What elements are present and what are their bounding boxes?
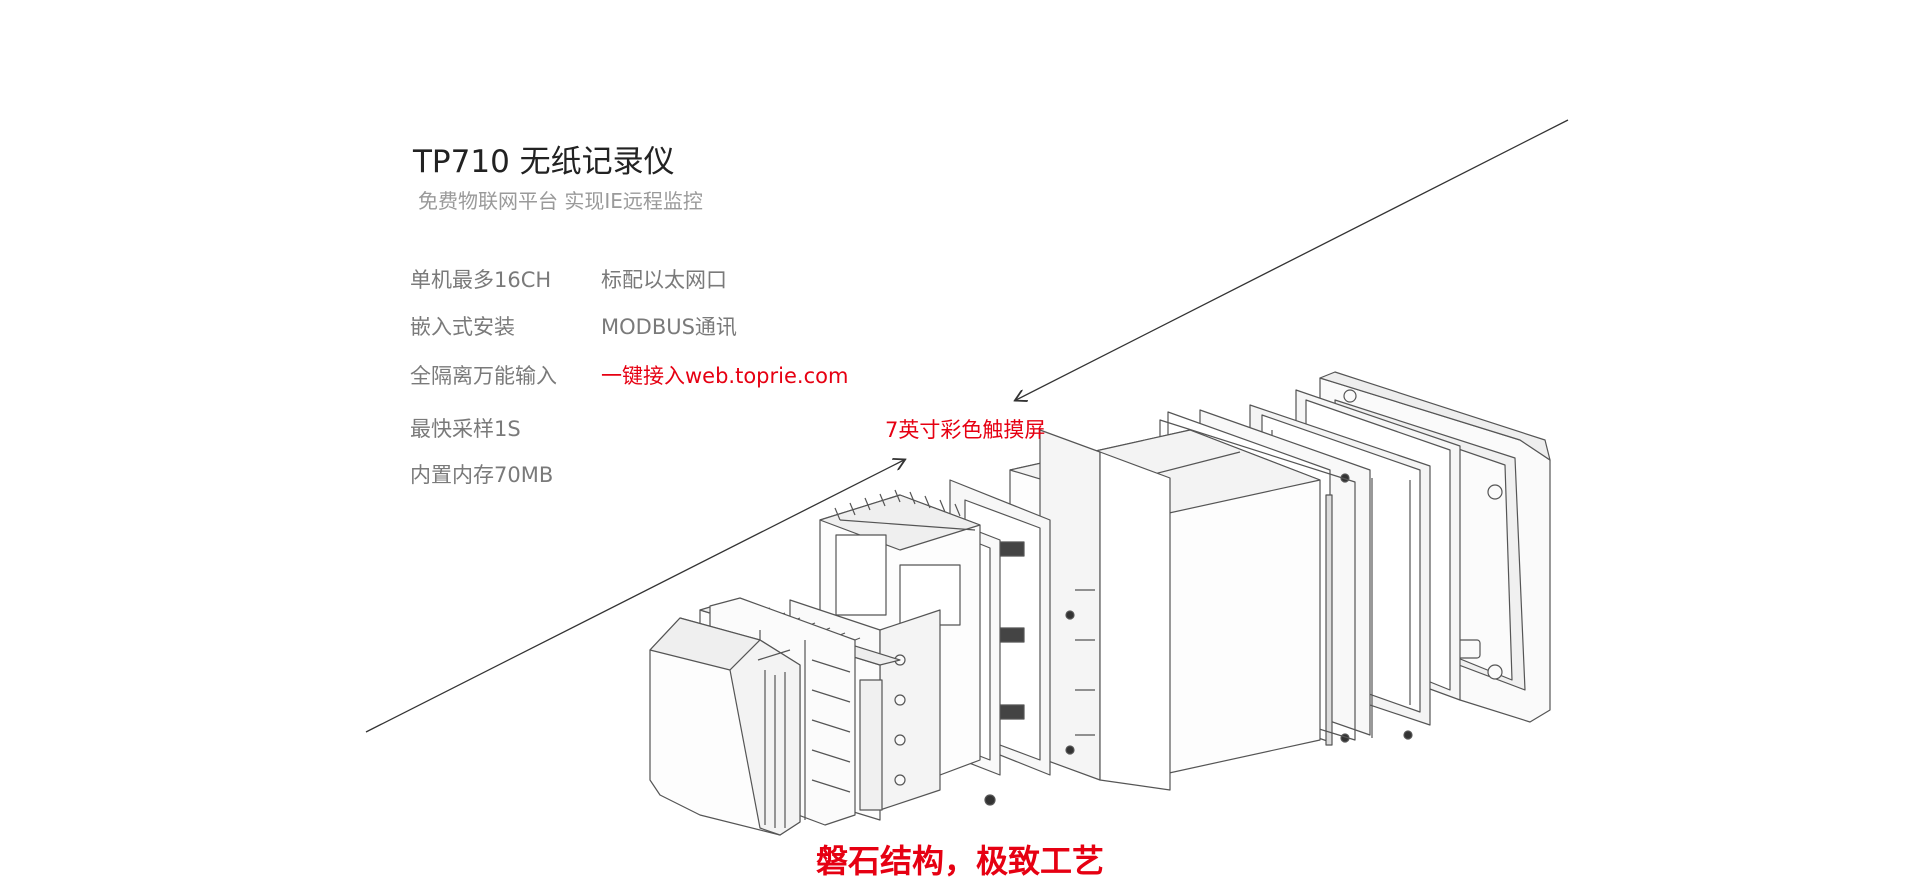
feature-channels: 单机最多16CH xyxy=(410,268,552,292)
feature-sampling: 最快采样1S xyxy=(410,417,521,441)
feature-memory: 内置内存70MB xyxy=(410,463,554,487)
page-title: TP710 无纸记录仪 xyxy=(413,144,675,180)
feature-isolated-input: 全隔离万能输入 xyxy=(410,364,557,388)
leader-line-lower xyxy=(365,460,904,733)
front-cover xyxy=(649,617,801,836)
touchscreen-callout: 7英寸彩色触摸屏 xyxy=(885,418,1046,442)
page-subtitle: 免费物联网平台 实现IE远程监控 xyxy=(418,189,703,213)
feature-ethernet: 标配以太网口 xyxy=(601,268,727,292)
feature-install: 嵌入式安装 xyxy=(410,315,515,339)
feature-web-access-link[interactable]: 一键接入web.toprie.com xyxy=(601,364,849,388)
leader-line-upper xyxy=(1016,119,1569,400)
feature-modbus: MODBUS通讯 xyxy=(601,315,737,339)
slogan: 磐石结构，极致工艺 xyxy=(815,842,1104,880)
